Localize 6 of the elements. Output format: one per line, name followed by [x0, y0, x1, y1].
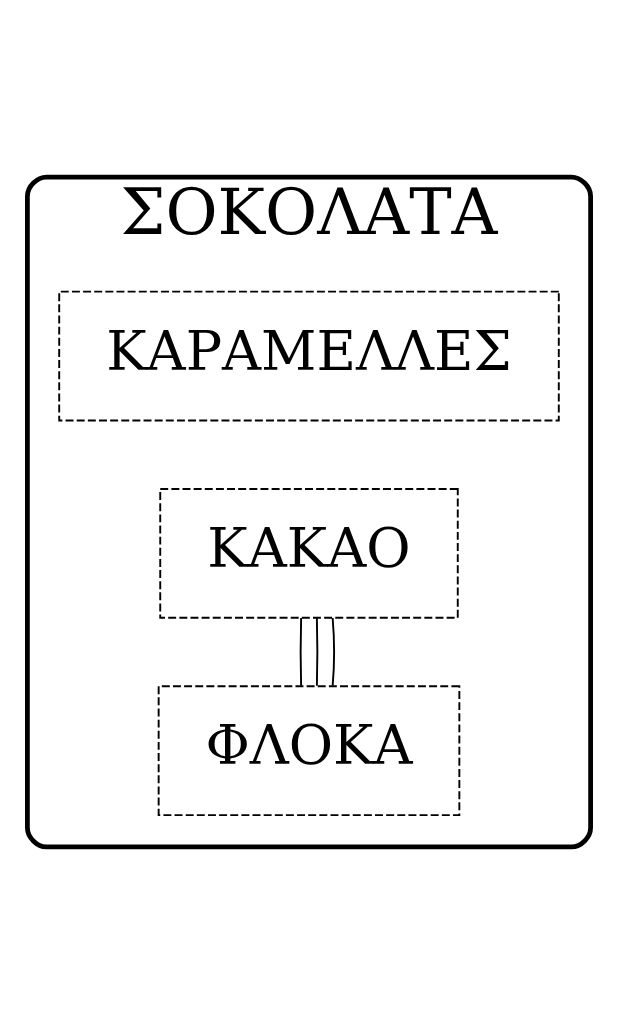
node-box: ΚΑΡΑΜΕΛΛΕΣ [58, 290, 560, 422]
connector [299, 617, 303, 687]
node-box: ΚΑΚΑΟ [159, 487, 459, 619]
connector [331, 617, 335, 687]
node-box: ΦΛΟΚΑ [157, 685, 461, 817]
connector [315, 617, 319, 687]
